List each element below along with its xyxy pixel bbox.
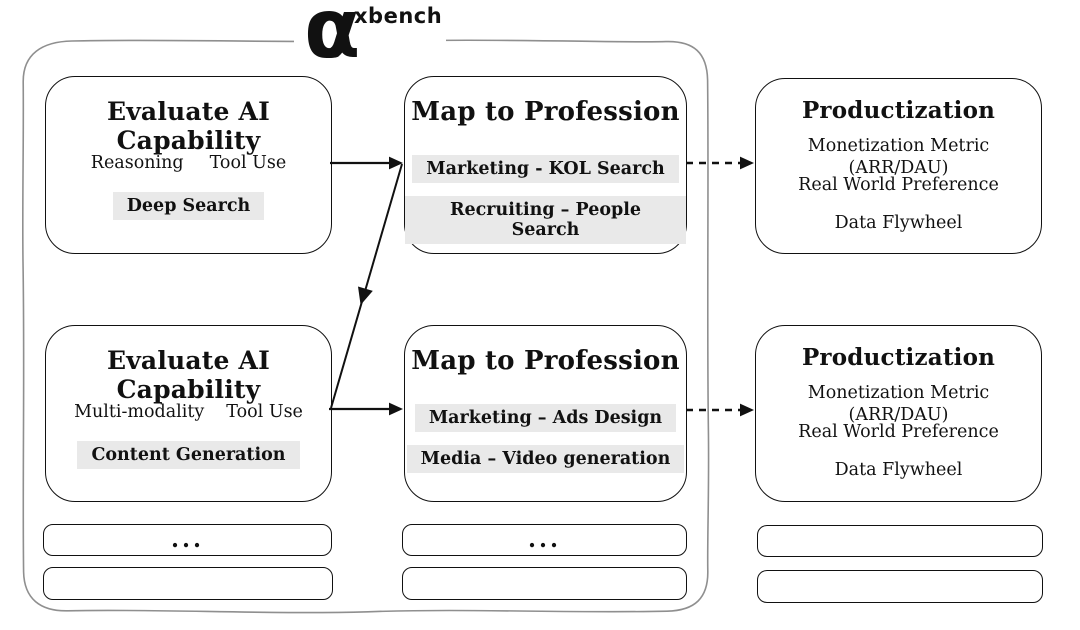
benchmark-badge: Content Generation bbox=[77, 441, 300, 469]
arrow-profession-to-productization-row2 bbox=[686, 403, 754, 417]
skill-label: Tool Use bbox=[209, 153, 287, 173]
skill-label: Multi-modality bbox=[74, 402, 205, 422]
benchmark-badge: Deep Search bbox=[112, 192, 265, 220]
xbench-logo: α xbench bbox=[294, 0, 446, 77]
metric-label: Data Flywheel bbox=[834, 460, 963, 480]
mapping-badge: Marketing – Ads Design bbox=[414, 404, 677, 432]
arrowhead-right-icon bbox=[389, 402, 403, 416]
profession-box-row2: Map to Profession Marketing – Ads Design… bbox=[404, 325, 687, 502]
arrowhead-right-icon bbox=[740, 403, 754, 417]
capability-empty-box bbox=[43, 567, 333, 600]
alpha-logo-mark: α bbox=[304, 0, 361, 77]
metric-label: Monetization Metric (ARR/DAU) bbox=[807, 136, 990, 178]
productization-box-row2: Productization Monetization Metric (ARR/… bbox=[755, 325, 1042, 502]
arrow-capability-to-profession-row2 bbox=[329, 402, 403, 416]
mapping-row: Marketing - KOL Search bbox=[405, 155, 686, 183]
capability-title: Evaluate AI Capability bbox=[106, 97, 271, 155]
arrowhead-down-left-icon bbox=[358, 286, 373, 305]
mapping-row: Marketing – Ads Design bbox=[405, 404, 686, 432]
productization-box-row1: Productization Monetization Metric (ARR/… bbox=[755, 78, 1042, 254]
arrow-cross-mapping-diagonal bbox=[330, 163, 403, 409]
profession-box-row1: Map to Profession Marketing - KOL Search… bbox=[404, 76, 687, 254]
capability-title: Evaluate AI Capability bbox=[106, 346, 271, 404]
profession-ellipsis-box: ... bbox=[402, 524, 687, 556]
skill-label: Tool Use bbox=[226, 402, 303, 422]
mapping-badge: Recruiting – People Search bbox=[405, 196, 686, 244]
arrowhead-right-icon bbox=[740, 156, 754, 170]
xbench-wordmark: xbench bbox=[354, 4, 443, 28]
productization-empty-box bbox=[757, 570, 1043, 603]
capability-skills: Reasoning Tool Use bbox=[46, 153, 331, 173]
metric-label: Data Flywheel bbox=[834, 213, 963, 233]
arrow-capability-to-profession-row1 bbox=[330, 156, 403, 170]
profession-title: Map to Profession bbox=[411, 97, 680, 127]
arrowhead-right-icon bbox=[389, 156, 403, 170]
metric-label: Monetization Metric (ARR/DAU) bbox=[807, 383, 990, 425]
mapping-badge: Marketing - KOL Search bbox=[412, 155, 679, 183]
profession-empty-box bbox=[402, 567, 687, 600]
productization-empty-box bbox=[757, 525, 1043, 557]
benchmark-row: Content Generation bbox=[46, 441, 331, 469]
metric-label: Real World Preference bbox=[798, 175, 999, 195]
mapping-row: Recruiting – People Search bbox=[405, 196, 686, 244]
arrow-profession-to-productization-row1 bbox=[686, 156, 754, 170]
capability-box-row2: Evaluate AI Capability Multi-modality To… bbox=[45, 325, 332, 502]
capability-box-row1: Evaluate AI Capability Reasoning Tool Us… bbox=[45, 76, 332, 254]
capability-skills: Multi-modality Tool Use bbox=[46, 402, 331, 422]
capability-ellipsis-box: ... bbox=[43, 524, 332, 556]
benchmark-row: Deep Search bbox=[46, 192, 331, 220]
metric-label: Real World Preference bbox=[798, 422, 999, 442]
productization-title: Productization bbox=[801, 344, 996, 371]
profession-title: Map to Profession bbox=[411, 346, 680, 376]
skill-label: Reasoning bbox=[90, 153, 184, 173]
mapping-badge: Media – Video generation bbox=[406, 445, 685, 473]
mapping-row: Media – Video generation bbox=[405, 445, 686, 473]
productization-title: Productization bbox=[801, 97, 996, 124]
